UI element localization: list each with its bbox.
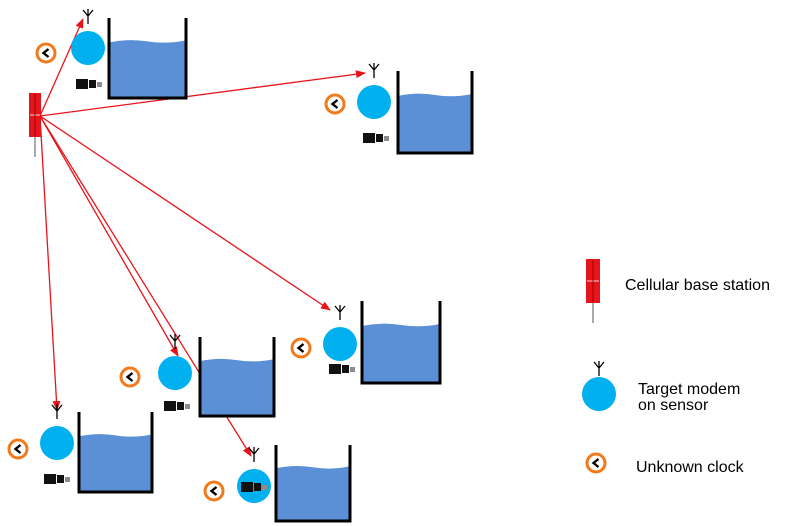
- tank-outline: [107, 18, 188, 100]
- sensor-node: [203, 445, 352, 523]
- tank-outline: [77, 412, 154, 494]
- legend-modem-label-line1: Target modem: [638, 381, 741, 398]
- unknown-clock-icon: [290, 337, 312, 359]
- antenna-icon: [593, 361, 605, 376]
- sensor-node: [7, 404, 154, 494]
- sensor-node: [119, 334, 276, 418]
- water-tank-icon: [274, 445, 352, 523]
- link-arrow: [39, 18, 84, 117]
- link-arrow: [39, 70, 366, 117]
- link-arrow: [39, 115, 179, 357]
- tank-outline: [396, 71, 474, 155]
- modem-icon: [323, 327, 357, 361]
- water-fill: [398, 93, 472, 153]
- cellular-base-station-icon: [29, 93, 41, 157]
- base-station: [29, 93, 41, 157]
- sensor-probe-icon: [241, 482, 267, 492]
- antenna-icon: [368, 63, 380, 78]
- antenna-icon: [82, 9, 94, 24]
- modem-icon: [71, 31, 105, 65]
- legend-modem-label-line2: on sensor: [638, 397, 709, 414]
- water-fill: [79, 434, 152, 492]
- modem-icon: [40, 426, 74, 460]
- unknown-clock-icon: [585, 452, 607, 474]
- water-fill: [362, 323, 440, 383]
- antenna-icon: [169, 334, 181, 349]
- sensor-nodes: [7, 9, 474, 523]
- sensor-probe-icon: [44, 474, 70, 484]
- water-fill: [276, 465, 350, 521]
- water-tank-icon: [396, 71, 474, 155]
- water-tank-icon: [77, 412, 154, 494]
- link-arrow: [39, 115, 61, 411]
- sensor-node: [35, 9, 188, 100]
- unknown-clock-icon: [119, 366, 141, 388]
- water-fill: [200, 358, 274, 416]
- sensor-probe-icon: [76, 79, 102, 89]
- unknown-clock-icon: [7, 438, 29, 460]
- legend-base-station-icon: [586, 259, 600, 323]
- unknown-clock-icon: [35, 42, 57, 64]
- legend-modem: [582, 361, 616, 411]
- unknown-clock-icon: [203, 480, 225, 502]
- antenna-icon: [51, 404, 63, 419]
- modem-icon: [582, 377, 616, 411]
- sensor-node: [290, 301, 442, 385]
- sensor-probe-icon: [329, 364, 355, 374]
- water-tank-icon: [360, 301, 442, 385]
- link-arrow: [39, 115, 331, 311]
- sensor-probe-icon: [164, 401, 190, 411]
- unknown-clock-icon: [324, 93, 346, 115]
- tank-outline: [360, 301, 442, 385]
- modem-icon: [158, 356, 192, 390]
- legend-icons: [582, 259, 616, 474]
- antenna-icon: [334, 305, 346, 320]
- sensor-node: [324, 63, 474, 155]
- tank-outline: [198, 337, 276, 418]
- antenna-icon: [248, 447, 260, 462]
- water-tank-icon: [198, 337, 276, 418]
- legend-clock-label: Unknown clock: [636, 459, 744, 476]
- sensor-probe-icon: [363, 133, 389, 143]
- modem-icon: [357, 85, 391, 119]
- tank-outline: [274, 445, 352, 523]
- legend-base-station-label: Cellular base station: [625, 277, 770, 294]
- water-fill: [109, 40, 186, 98]
- water-tank-icon: [107, 18, 188, 100]
